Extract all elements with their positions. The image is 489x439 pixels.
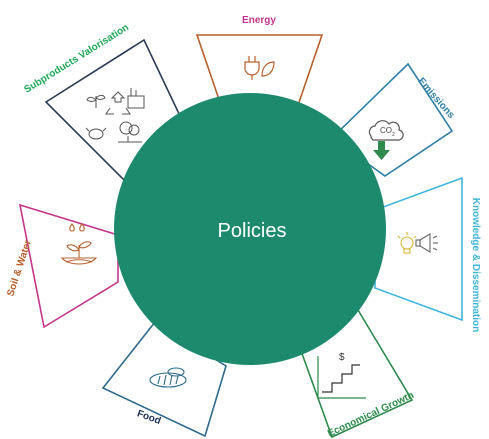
growth-chart-icon: $ (317, 352, 366, 399)
knowledge-trapezoid (374, 176, 463, 322)
plug-leaf-icon (244, 56, 275, 80)
co2-text: CO (380, 126, 392, 135)
lightbulb-megaphone-icon (397, 232, 438, 254)
energy-label: Energy (242, 15, 276, 26)
dollar-sign: $ (339, 352, 345, 363)
sprout-droplets-icon (60, 223, 98, 265)
knowledge-label: Knowledge & Dissemination (470, 198, 481, 332)
center-label: Policies (218, 220, 287, 242)
segment-knowledge: Knowledge & Dissemination (374, 176, 481, 332)
soil-water-label: Soil & Water (5, 239, 34, 298)
co2-subscript: 2 (392, 132, 395, 138)
segment-soil-water: Soil & Water (5, 203, 119, 329)
bread-icon (149, 367, 187, 388)
plants-recycling-factory-icon (85, 88, 145, 143)
center-circle (114, 93, 386, 365)
co2-cloud-icon: CO 2 (368, 120, 404, 160)
soil-water-trapezoid (18, 203, 119, 329)
